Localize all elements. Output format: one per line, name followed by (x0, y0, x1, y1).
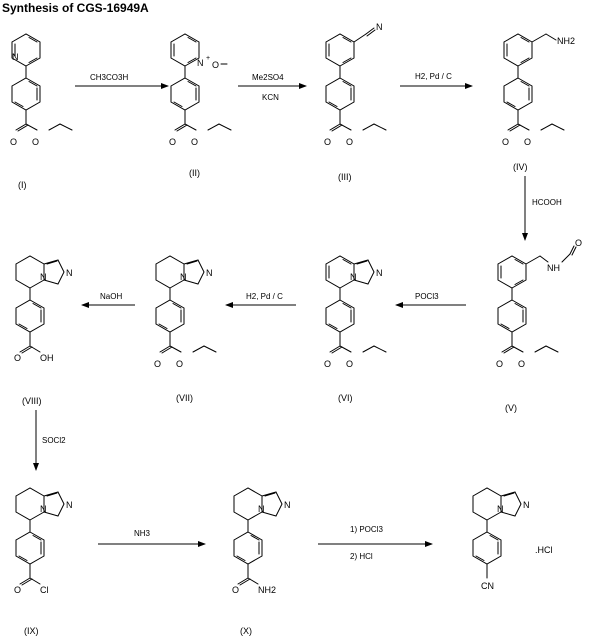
atom-o: O (176, 359, 183, 369)
reaction-arrow-5: POCl3 (395, 292, 466, 308)
salt-label: .HCl (535, 545, 553, 555)
compound-i: N O O (I) (10, 33, 73, 190)
atom-nh2: NH2 (258, 585, 276, 595)
atom-o: O (324, 137, 331, 147)
atom-o: O (14, 585, 21, 595)
scheme-title: Synthesis of CGS-16949A (2, 1, 149, 15)
atom-o: O (524, 137, 531, 147)
compound-label: (II) (189, 168, 200, 178)
atom-o: O (154, 359, 161, 369)
atom-n: N (66, 500, 73, 510)
compound-iv: NH2 O O (IV) (502, 33, 575, 172)
atom-cn: CN (481, 581, 494, 591)
atom-n: N (40, 272, 47, 282)
reaction-arrow-4: HCOOH (522, 176, 562, 241)
reaction-arrow-10: 1) POCl3 2) HCl (318, 525, 433, 561)
atom-o: O (518, 359, 525, 369)
atom-n: N (376, 22, 383, 32)
atom-o: O (212, 60, 219, 70)
reagent-text: 1) POCl3 (350, 525, 383, 534)
reagent-text: Me2SO4 (252, 73, 284, 82)
atom-n: N (258, 504, 265, 514)
reagent-text: NaOH (100, 292, 122, 301)
atom-n: N (376, 268, 383, 278)
reagent-text: SOCl2 (42, 436, 66, 445)
compound-label: (III) (338, 172, 352, 182)
compound-label: (VI) (338, 393, 353, 403)
atom-n: N (40, 504, 47, 514)
atom-n: N (497, 504, 504, 514)
atom-n: N (197, 58, 204, 68)
atom-o: O (14, 353, 21, 363)
compound-label: (I) (18, 180, 27, 190)
compound-ii: N + O O O (II) (169, 33, 232, 178)
reagent-text: KCN (262, 93, 279, 102)
compound-ix: N N O Cl (IX) (14, 487, 73, 636)
reaction-arrow-8: SOCl2 (33, 410, 66, 471)
reaction-arrow-6: H2, Pd / C (225, 292, 296, 308)
compound-viii: N N O OH (VIII) (14, 255, 73, 406)
atom-o: O (32, 137, 39, 147)
atom-o: O (232, 585, 239, 595)
atom-n: N (206, 268, 213, 278)
reagent-text: HCOOH (532, 198, 562, 207)
reaction-arrow-9: NH3 (98, 529, 206, 547)
atom-n: N (180, 272, 187, 282)
compound-final: N N CN .HCl (472, 487, 553, 591)
atom-o: O (169, 137, 176, 147)
charge-plus: + (206, 55, 210, 62)
reagent-text: NH3 (134, 529, 151, 538)
reagent-text: CH3CO3H (90, 73, 128, 82)
atom-n: N (284, 500, 291, 510)
atom-o: O (496, 359, 503, 369)
compound-label: (VIII) (22, 396, 42, 406)
atom-nh2: NH2 (557, 36, 575, 46)
reagent-text: 2) HCl (350, 552, 373, 561)
atom-o: O (502, 137, 509, 147)
compound-label: (VII) (176, 393, 193, 403)
atom-cl: Cl (40, 585, 49, 595)
reaction-arrow-7: NaOH (81, 292, 135, 308)
compound-label: (IX) (24, 626, 39, 636)
reagent-text: H2, Pd / C (246, 292, 283, 301)
atom-o: O (346, 137, 353, 147)
compound-vi: N N O O (VI) (324, 255, 387, 403)
atom-n: N (12, 52, 19, 62)
atom-o: O (324, 359, 331, 369)
atom-o: O (575, 238, 582, 248)
atom-o: O (191, 137, 198, 147)
reaction-arrow-2: Me2SO4 KCN (238, 73, 307, 102)
compound-label: (IV) (513, 162, 528, 172)
reagent-text: POCl3 (415, 292, 439, 301)
atom-n: N (350, 272, 357, 282)
atom-n: N (523, 500, 530, 510)
compound-iii: N O O (III) (324, 22, 387, 182)
compound-label: (V) (505, 403, 517, 413)
reagent-text: H2, Pd / C (415, 72, 452, 81)
compound-vii: N N O O (VII) (154, 255, 217, 403)
reaction-arrow-1: CH3CO3H (75, 73, 169, 89)
compound-x: N N O NH2 (X) (232, 487, 291, 636)
atom-o: O (346, 359, 353, 369)
compound-label: (X) (240, 626, 252, 636)
atom-n: N (66, 268, 73, 278)
compound-v: NH O O O (V) (496, 238, 582, 413)
atom-nh: NH (547, 263, 560, 273)
reaction-arrow-3: H2, Pd / C (400, 72, 473, 89)
atom-oh: OH (40, 353, 54, 363)
atom-o: O (10, 137, 17, 147)
